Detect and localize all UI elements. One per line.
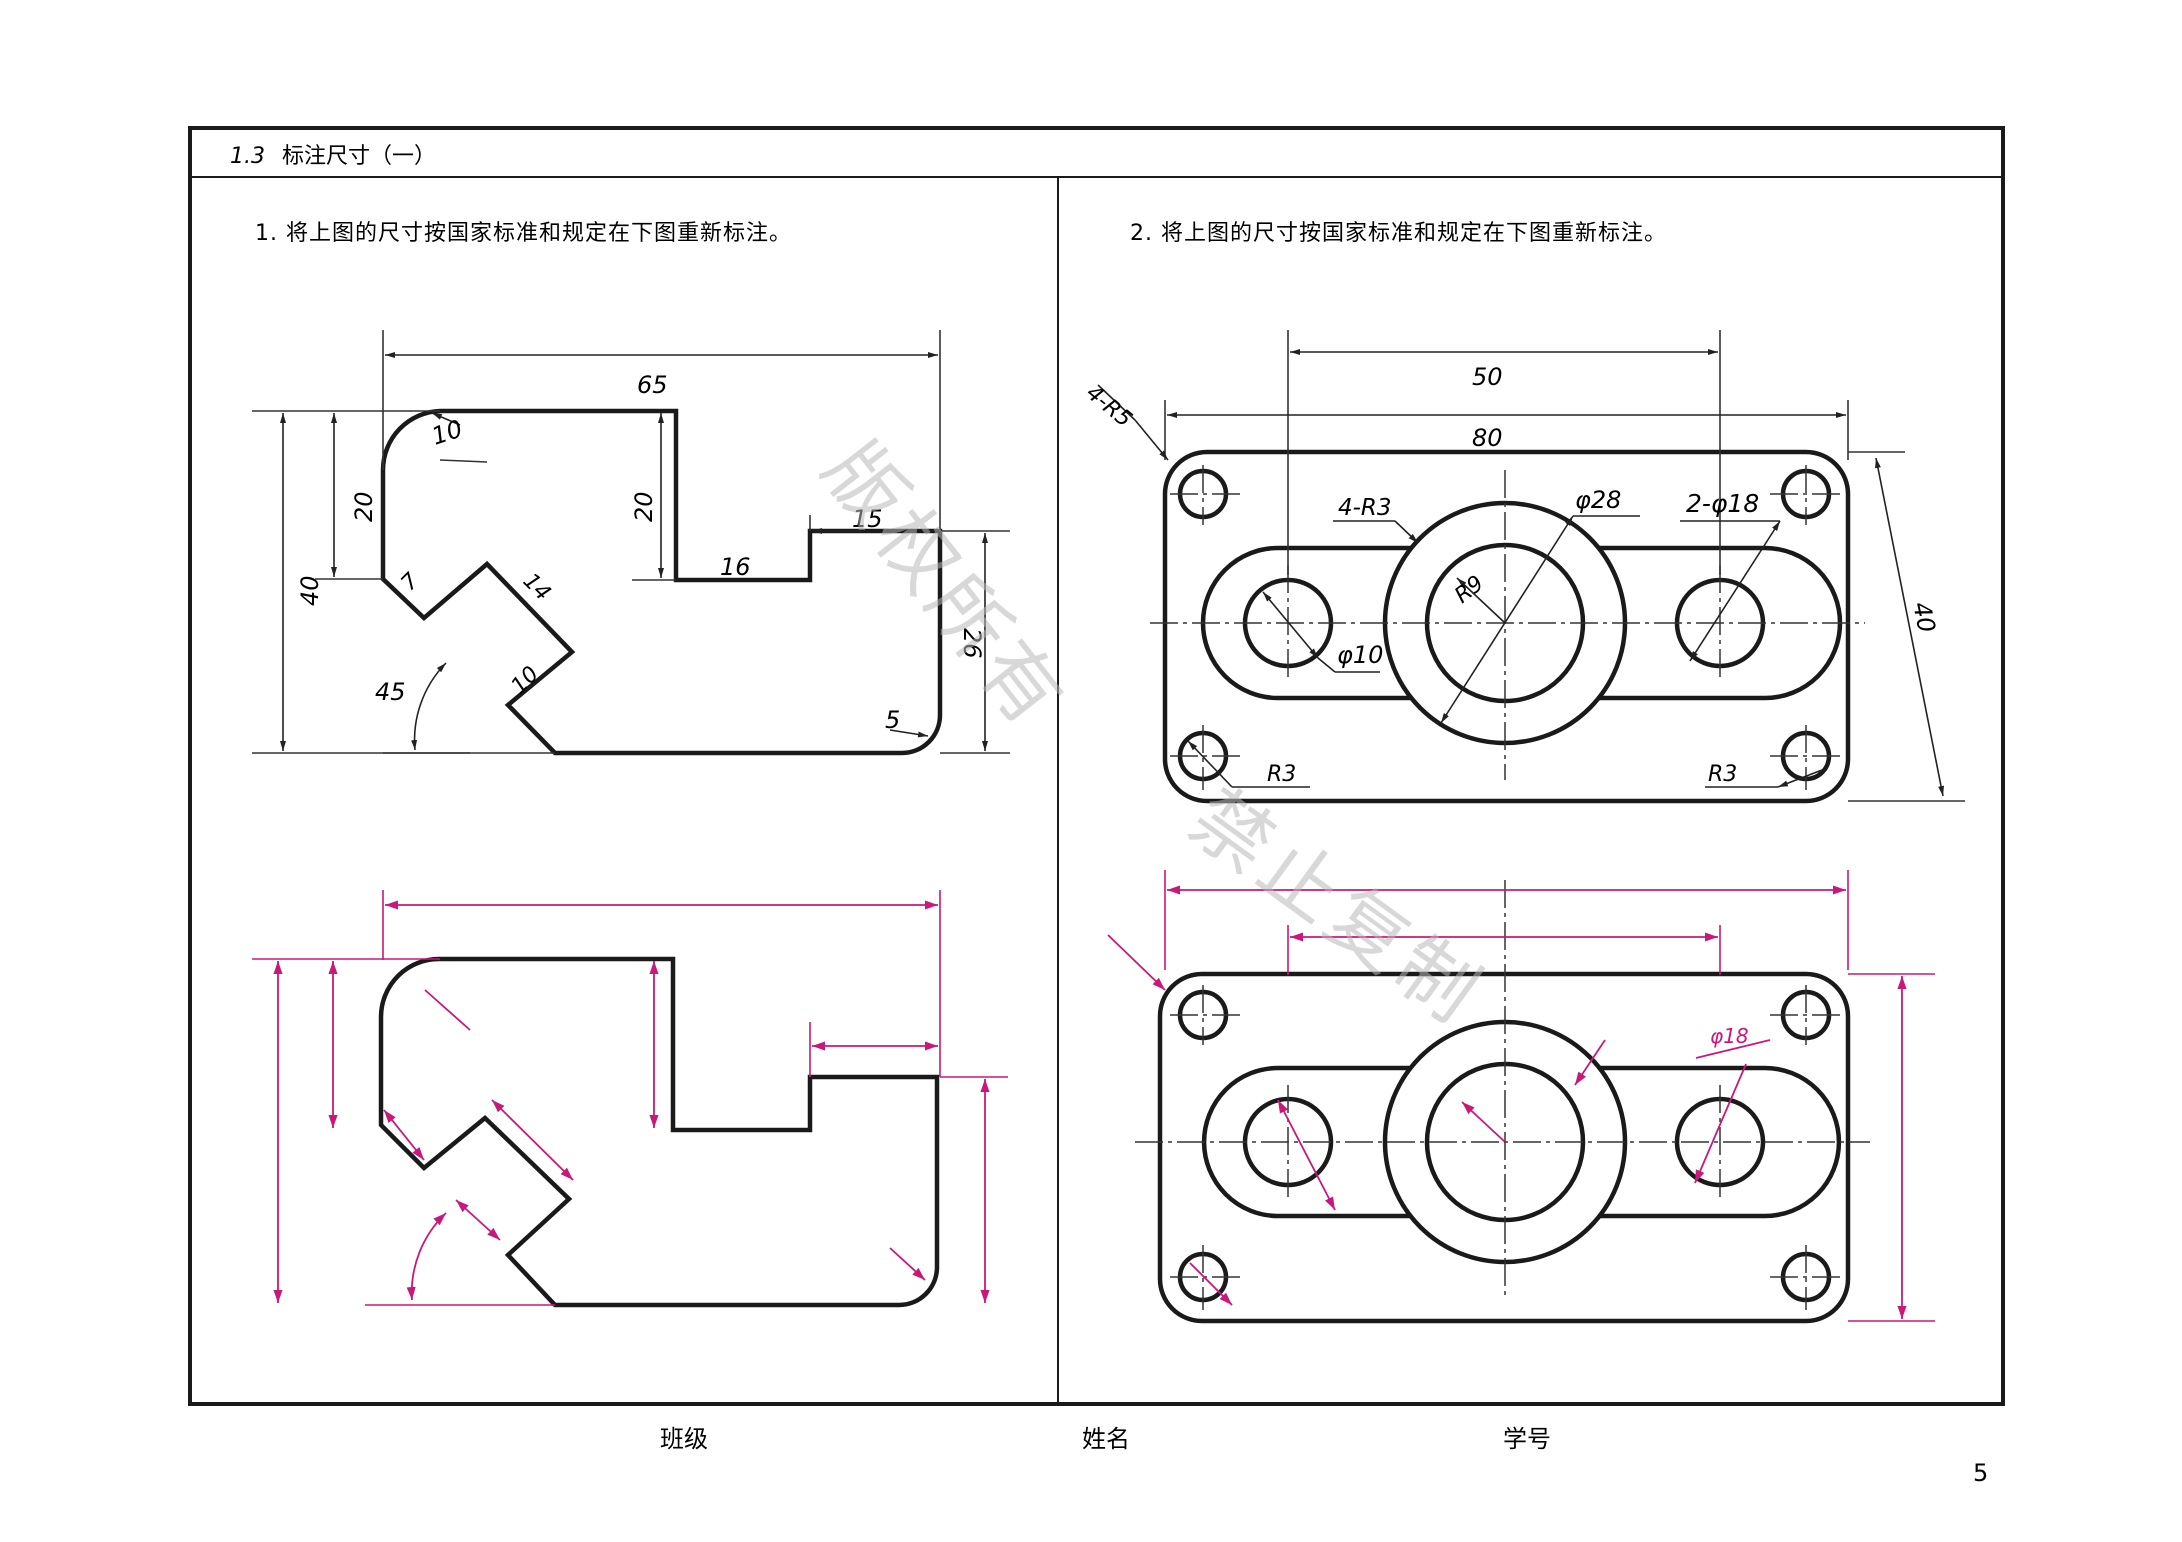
dim-height-20-left: 20 [350,491,378,522]
dim-radius-10: 10 [428,415,466,451]
watermark: 版权所有 禁止复制 [805,426,1499,1043]
page-number: 5 [1973,1459,1988,1487]
watermark-line1: 版权所有 [805,426,1083,746]
practice-label-phi18: φ18 [1710,1024,1749,1048]
exercise2-reference-drawing: 50 80 4-R5 4-R3 φ28 2-φ18 R9 φ10 40 R3 R… [1081,330,1965,804]
part1-outline [380,408,943,756]
footer-id-label: 学号 [1503,1425,1551,1453]
dim-right-height-26: 26 [958,628,986,659]
section-title: 标注尺寸（一） [282,144,436,169]
dim-height-40: 40 [1907,599,1941,635]
dim-total-height-40: 40 [296,575,324,606]
dim-step-15: 15 [852,505,883,533]
footer-class-label: 班级 [660,1425,708,1453]
dim-radius-5: 5 [885,706,900,734]
dim-hole-spacing-50: 50 [1472,363,1503,391]
footer-name-label: 姓名 [1082,1425,1130,1453]
dim-R3-right: R3 [1708,762,1737,787]
dim-notch-7: 7 [397,569,425,597]
dim-angle-45: 45 [375,678,406,706]
section-number: 1.3 [230,144,265,169]
exercise1-practice-drawing [252,890,1008,1308]
dim-R3-left: R3 [1267,762,1296,787]
dim-slot-holes-2-phi18: 2-φ18 [1686,489,1759,518]
exercise2-instruction: 2. 将上图的尺寸按国家标准和规定在下图重新标注。 [1130,221,1667,246]
dim-slot-depth-20: 20 [630,491,658,522]
dim-fillet-4-R3: 4-R3 [1338,495,1392,521]
plate-outline [1162,449,1851,804]
dim-total-width-80: 80 [1472,424,1503,452]
exercise1-instruction: 1. 将上图的尺寸按国家标准和规定在下图重新标注。 [255,221,792,246]
dim-slot-width-16: 16 [720,553,751,581]
exercise1-reference-drawing: 65 10 20 20 40 15 16 26 7 14 10 45 5 [252,330,1010,756]
dim-boss-dia-28: φ28 [1575,486,1621,514]
dim-notch-10: 10 [507,662,544,699]
exercise2-practice-drawing: φ18 [1107,870,1935,1324]
part1-practice-outline [378,956,940,1308]
dim-small-hole-phi10: φ10 [1337,641,1383,669]
dim-width-65: 65 [637,371,668,399]
dim-corner-4-R5: 4-R5 [1081,380,1136,432]
worksheet-frame [188,126,2005,1406]
